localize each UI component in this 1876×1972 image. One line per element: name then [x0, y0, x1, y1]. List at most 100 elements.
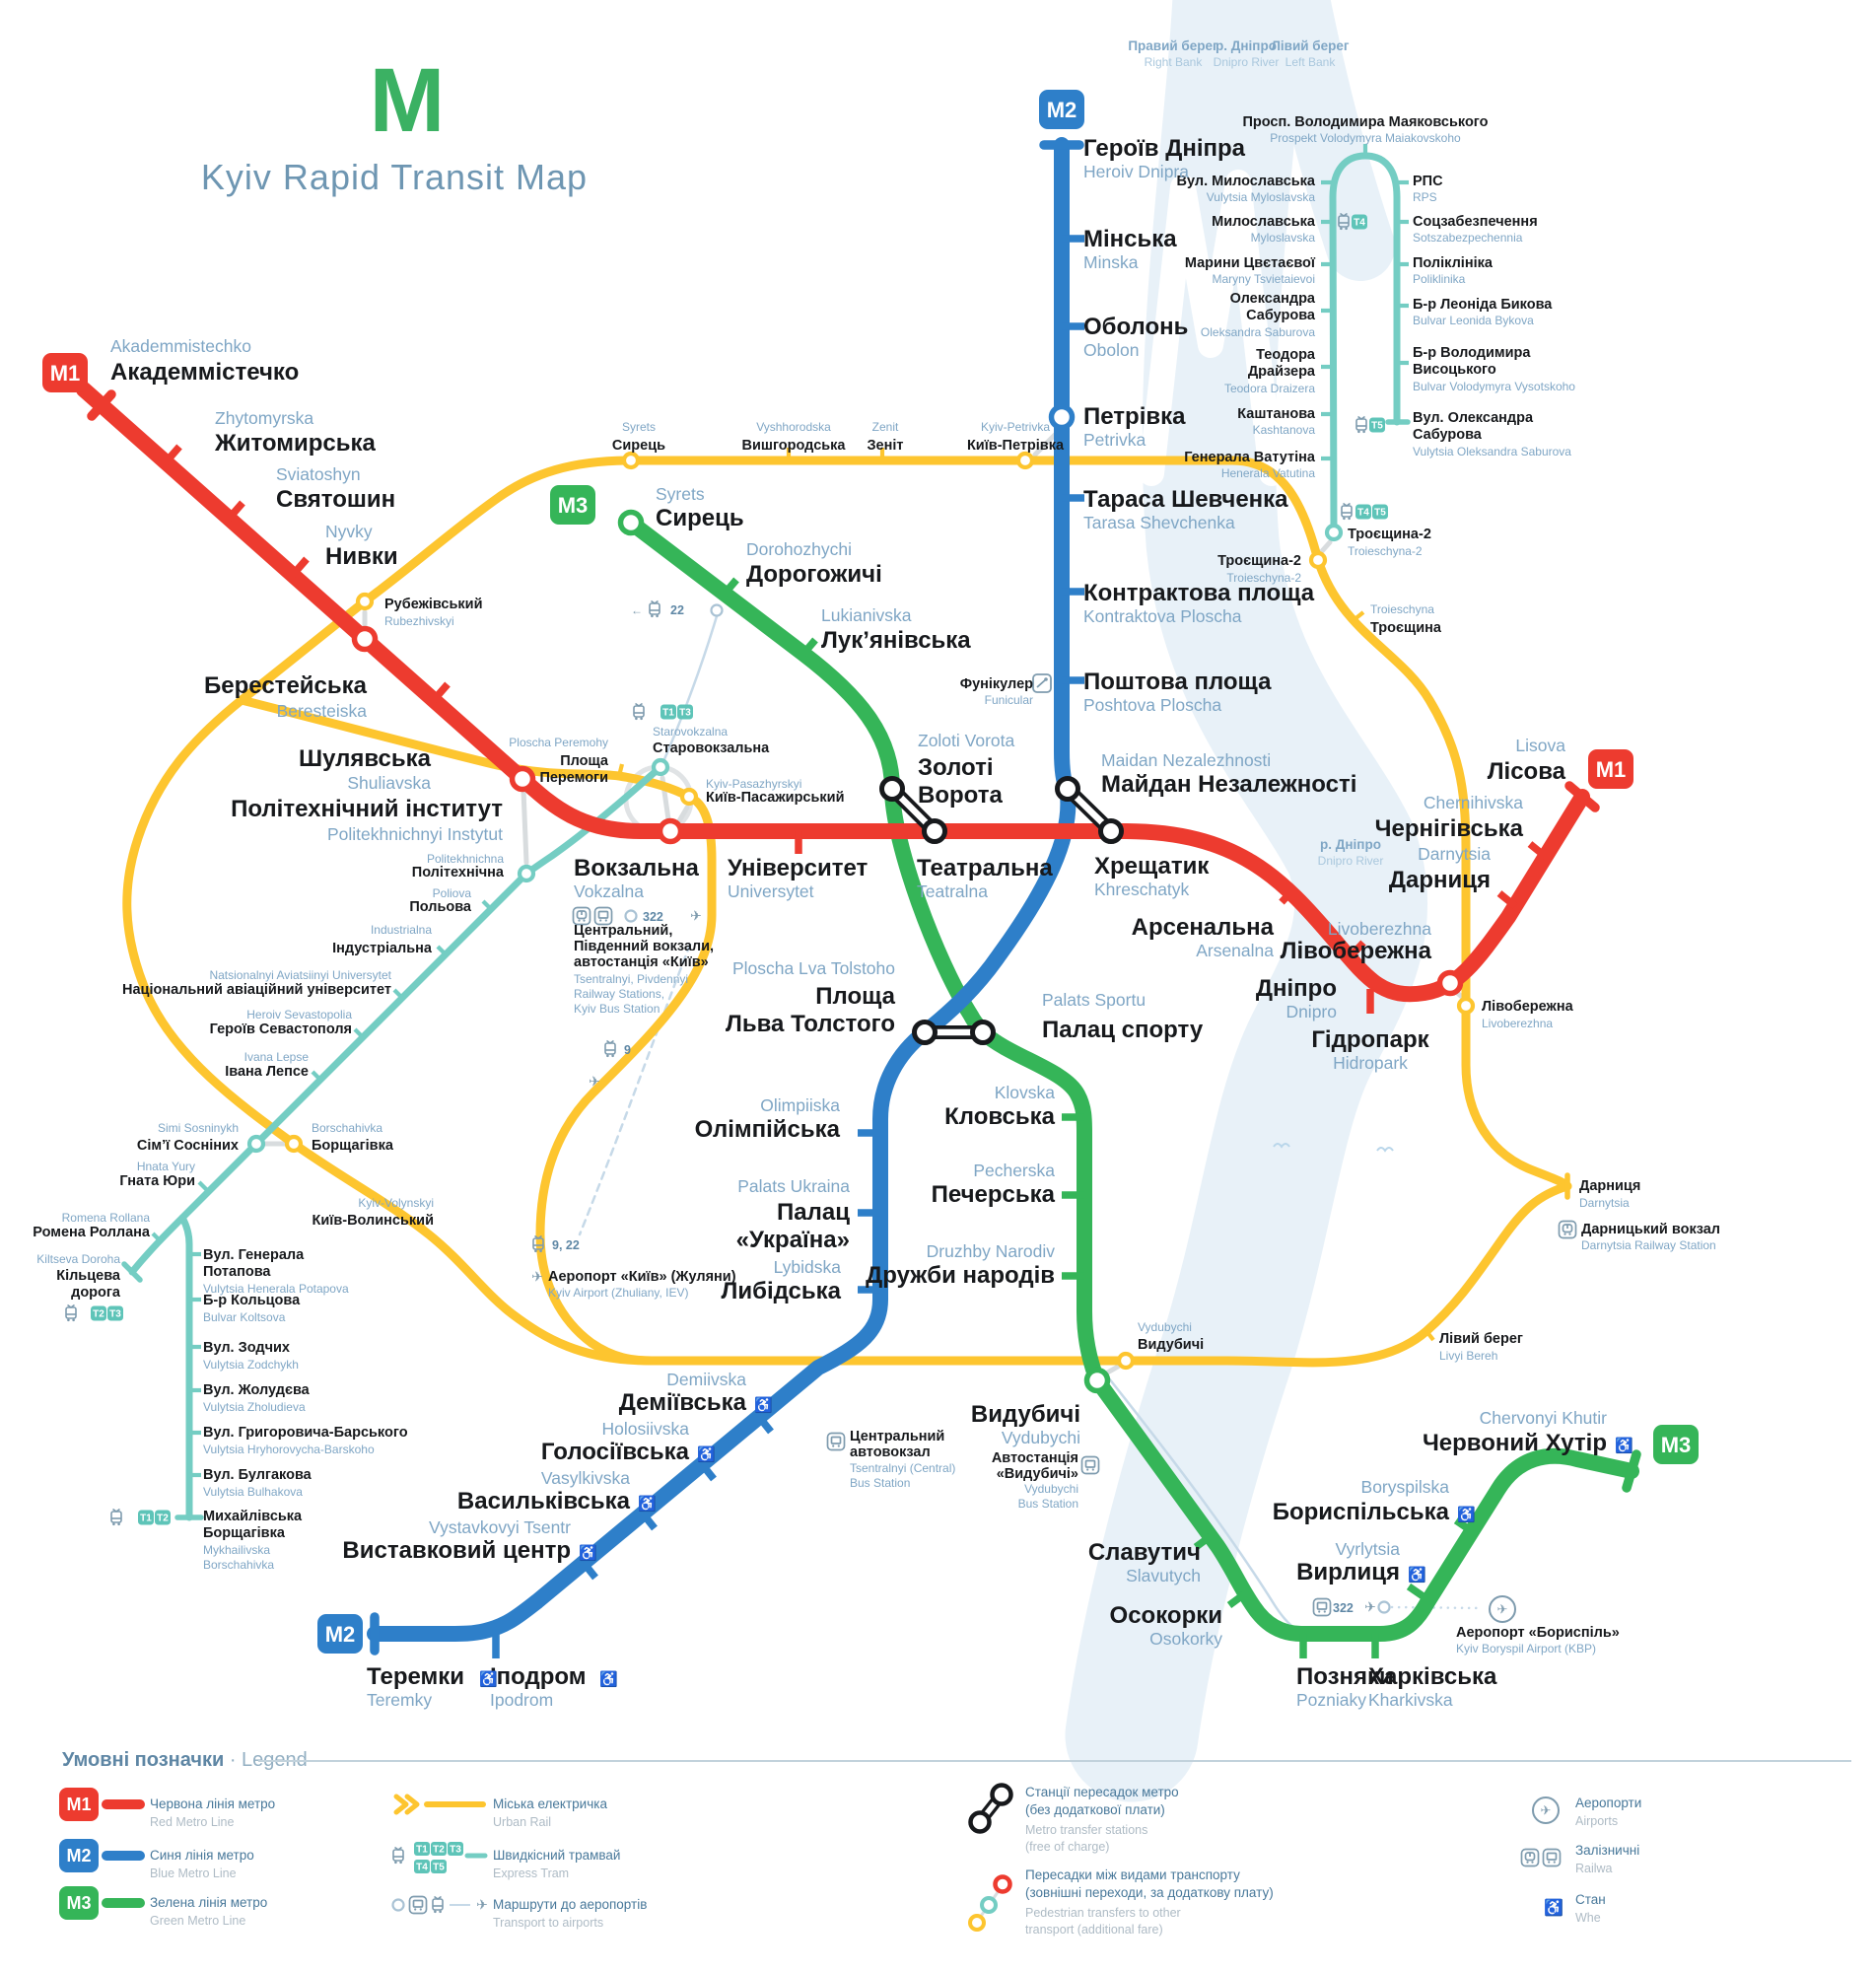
legend-label-uk: Залізничні: [1575, 1843, 1639, 1858]
transfer-station-circle: [1324, 523, 1344, 542]
station-name-uk: Хрещатик: [1094, 853, 1210, 880]
station-name-en: Zoloti Vorota: [918, 731, 1015, 750]
tram-route-badge-t3: T3: [107, 1305, 123, 1321]
map-note: Центральний: [850, 1429, 944, 1444]
badge-label: T3: [450, 1845, 461, 1856]
station-name-uk: Сирець: [656, 505, 744, 531]
bus-icon: [1542, 1848, 1562, 1867]
station-name-uk: Палац: [777, 1199, 850, 1226]
station-name-uk: Каштанова: [1237, 406, 1316, 422]
station-name-uk: Іподром: [490, 1663, 587, 1690]
station-name-en: Vydubychi: [1002, 1428, 1080, 1447]
station-tick: [431, 681, 451, 703]
station-tick: [1453, 1516, 1475, 1535]
badge-label: T5: [1371, 421, 1383, 432]
metro-transfer-dumbbell: [1055, 776, 1124, 844]
plane-icon: ✈: [1541, 1803, 1552, 1818]
station-name-uk: Драйзера: [1248, 364, 1316, 380]
station-tick: [1496, 890, 1518, 909]
metro-line-badge-m3: M3: [550, 485, 595, 525]
map-note: Vydubychi: [1024, 1482, 1078, 1496]
urban-rail-icon: [393, 1794, 420, 1815]
transfer-station-circle: [355, 592, 375, 611]
station-name-uk: Лісова: [1488, 758, 1566, 785]
station-name-en: Zenit: [872, 420, 899, 434]
station-name-uk: Лівобережна: [1281, 938, 1432, 964]
tram-route-badge-t2: T2: [155, 1510, 171, 1525]
station-name-en: Vokzalna: [574, 881, 644, 901]
station-name-en: Dnipro: [1285, 1002, 1337, 1021]
station-name-uk: Чернігівська: [1375, 815, 1524, 842]
station-name-en: Petrivka: [1083, 430, 1146, 450]
map-note: Funicular: [985, 693, 1033, 707]
station-name-en: Palats Sportu: [1042, 990, 1146, 1010]
station-name-en: Ploscha Peremohy: [509, 736, 608, 749]
tram-icon: [649, 599, 660, 618]
bus-icon: [1080, 1455, 1100, 1475]
map-note: Kyiv Bus Station: [574, 1002, 660, 1016]
station-name-uk: Лівобережна: [1482, 999, 1574, 1015]
station-name-en: Vulytsia Hryhorovycha-Barskoho: [203, 1443, 375, 1456]
station-name-en: Holosiivska: [602, 1419, 690, 1439]
station-name-en: Kyiv-Volynskyi: [358, 1196, 434, 1210]
station-tick: [722, 577, 739, 597]
station-name-en: Dorohozhychi: [746, 539, 852, 559]
tram-icon: [604, 1039, 616, 1058]
station-name-en: Darnytsia: [1579, 1196, 1630, 1210]
wheelchair-icon: ♿: [1544, 1898, 1563, 1917]
badge-label: T2: [157, 1514, 169, 1524]
station-name-en: Livoberezhna: [1482, 1017, 1553, 1030]
wheelchair-icon: ♿: [1457, 1506, 1476, 1523]
station-name-uk: Виставковий центр: [342, 1537, 571, 1564]
station-name-uk: Мінська: [1083, 226, 1177, 252]
station-tick: [151, 1232, 163, 1243]
station-name-en: Universytet: [728, 881, 814, 901]
station-name-en: Bulvar Volodymyra Vysotskoho: [1413, 380, 1575, 393]
station-name-uk: Київ-Петрівка: [967, 438, 1065, 454]
plane-icon: ✈: [589, 1074, 600, 1090]
station-tick: [616, 763, 625, 777]
legend-label-uk: Зелена лінія метро: [150, 1895, 267, 1910]
station-name-en: Vyrlytsia: [1336, 1539, 1401, 1559]
map-note: Південний вокзали,: [574, 939, 714, 954]
legend-label-en: Urban Rail: [493, 1815, 551, 1829]
station-name-en: Heroiv Sevastopolia: [246, 1008, 352, 1021]
wheelchair-icon: ♿: [599, 1670, 618, 1688]
tram-route-badge-t1: T1: [138, 1510, 154, 1525]
tram-icon: [532, 1234, 544, 1253]
dnipro-river: [1065, 0, 1428, 1802]
geo-label-en: Dnipro River: [1214, 55, 1280, 69]
plane-icon: ✈: [1497, 1602, 1508, 1617]
transfer-station-circle: [1308, 550, 1328, 570]
station-name-en: Vulytsia Henerala Potapova: [203, 1282, 349, 1296]
transfer-station-circle: [1015, 451, 1035, 470]
station-name-en: Druzhby Narodiv: [927, 1241, 1056, 1261]
